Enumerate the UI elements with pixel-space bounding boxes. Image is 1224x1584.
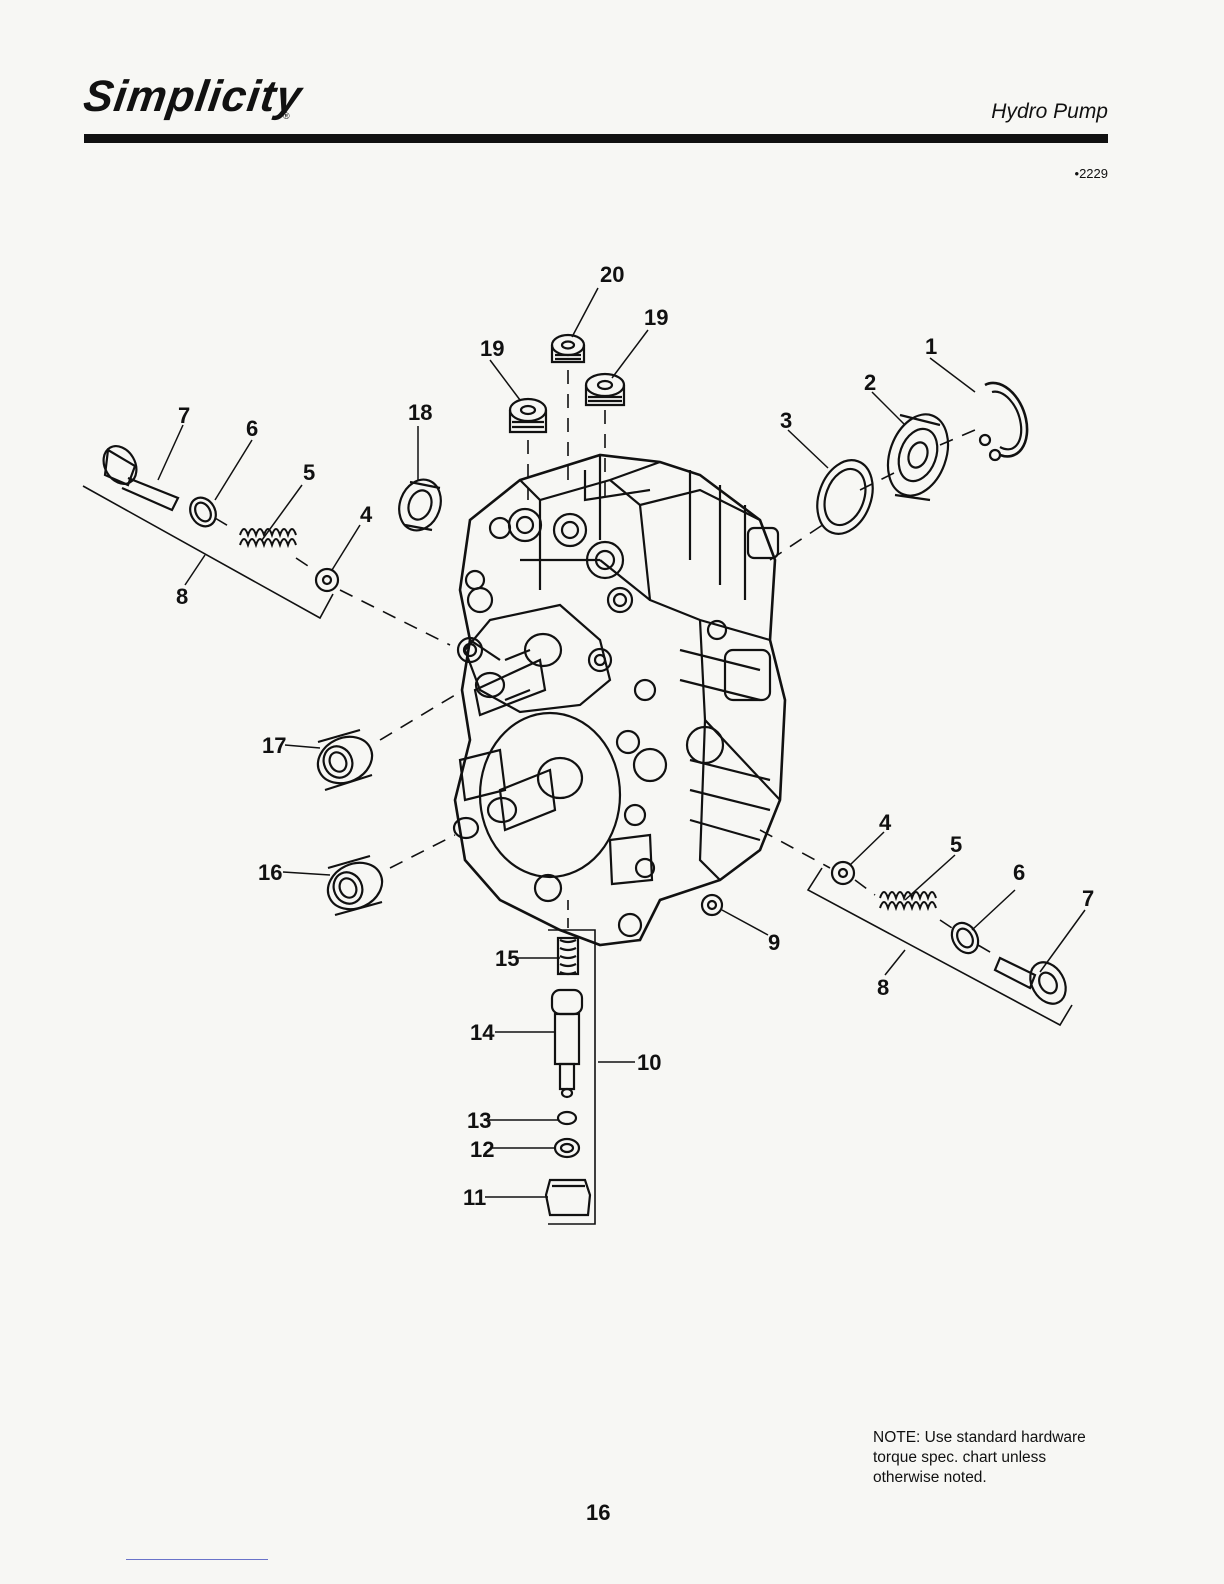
callout-numbers: 20 19 19 18 1 2 3 7 6 5 4 8 17 16 4 5 6 … — [176, 262, 1094, 1210]
callout-6-right: 6 — [1013, 860, 1025, 885]
figure-code: •2229 — [1075, 166, 1108, 181]
registered-mark: ® — [283, 111, 290, 121]
callout-5-left: 5 — [303, 460, 315, 485]
callout-2: 2 — [864, 370, 876, 395]
simplicity-logo: Simplicity — [80, 72, 305, 122]
callout-16: 16 — [258, 860, 282, 885]
callout-4-right: 4 — [879, 810, 892, 835]
callout-8-right: 8 — [877, 975, 889, 1000]
page-number: 16 — [586, 1500, 610, 1526]
callout-12: 12 — [470, 1137, 494, 1162]
pump-housing — [454, 455, 785, 945]
seal-18 — [392, 474, 447, 537]
callout-18: 18 — [408, 400, 432, 425]
left-valve-assembly — [83, 440, 450, 645]
callout-10: 10 — [637, 1050, 661, 1075]
leader-lines — [158, 288, 1085, 1197]
callout-4-left: 4 — [360, 502, 373, 527]
bottom-rule — [126, 1559, 268, 1560]
torque-note: NOTE: Use standard hardware torque spec.… — [873, 1428, 1123, 1488]
lower-valve-stack — [546, 900, 595, 1224]
callout-7-left: 7 — [178, 403, 190, 428]
header-rule — [84, 134, 1108, 143]
callout-9: 9 — [768, 930, 780, 955]
callout-1: 1 — [925, 334, 937, 359]
callout-15: 15 — [495, 946, 519, 971]
callout-20: 20 — [600, 262, 624, 287]
section-title: Hydro Pump — [991, 100, 1108, 124]
callout-3: 3 — [780, 408, 792, 433]
hydro-pump-exploded-diagram: 20 19 19 18 1 2 3 7 6 5 4 8 17 16 4 5 6 … — [0, 200, 1224, 1340]
port-plugs — [510, 335, 624, 500]
callout-5-right: 5 — [950, 832, 962, 857]
callout-7-right: 7 — [1082, 886, 1094, 911]
callout-6-left: 6 — [246, 416, 258, 441]
callout-17: 17 — [262, 733, 286, 758]
callout-19-right: 19 — [644, 305, 668, 330]
callout-8-left: 8 — [176, 584, 188, 609]
callout-11: 11 — [463, 1185, 486, 1210]
callout-14: 14 — [470, 1020, 495, 1045]
callout-13: 13 — [467, 1108, 491, 1133]
callout-19-left: 19 — [480, 336, 504, 361]
right-valve-assembly — [760, 830, 1073, 1025]
right-upper-parts — [770, 383, 1027, 560]
